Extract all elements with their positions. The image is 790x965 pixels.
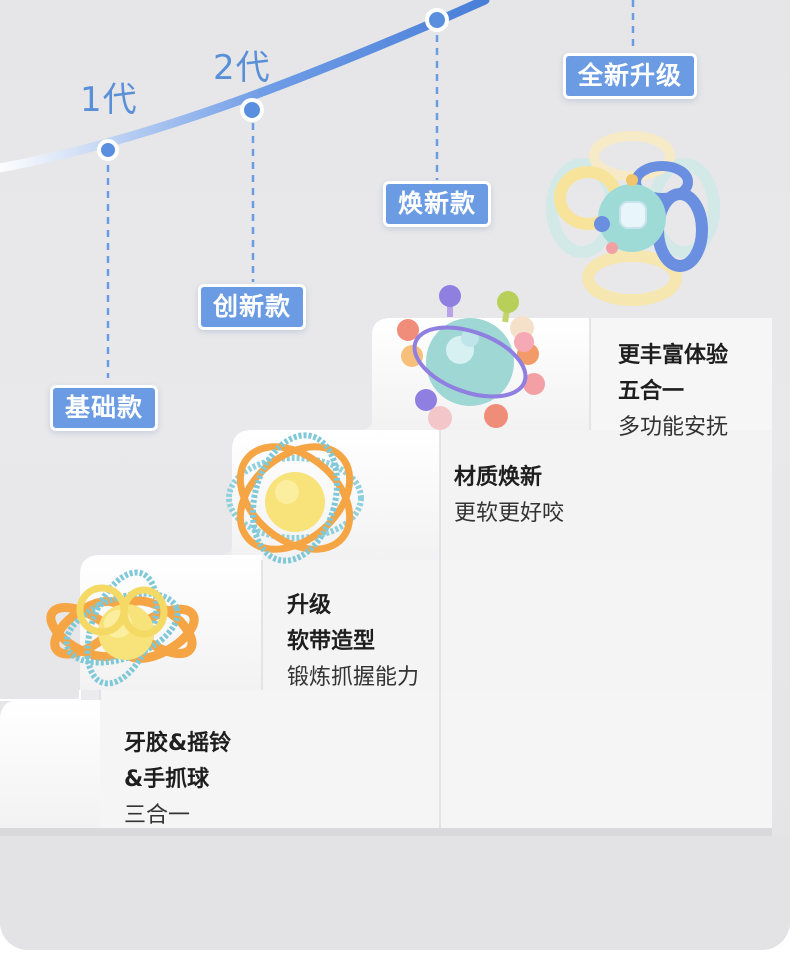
- tag-upgrade: 全新升级: [563, 53, 698, 99]
- gen1-label: 1代: [80, 80, 138, 120]
- step2-line1: 升级: [287, 593, 332, 618]
- tag-innovation: 创新款: [198, 284, 307, 330]
- tag-refresh: 焕新款: [383, 181, 492, 227]
- step3-description: 材质焕新 更软更好咬: [454, 460, 564, 532]
- step1-line1: 牙胶&摇铃: [124, 731, 232, 756]
- step1-riser: [100, 690, 772, 830]
- step2-line2: 软带造型: [287, 629, 376, 654]
- teether-ball-gen4-icon: [546, 131, 720, 306]
- step4-line3: 多功能安抚: [618, 415, 729, 440]
- tag-basic: 基础款: [50, 385, 159, 431]
- step2-description: 升级 软带造型 锻炼抓握能力: [287, 588, 419, 696]
- node-gen3: [425, 8, 449, 32]
- step1-description: 牙胶&摇铃 &手抓球 三合一: [124, 726, 231, 834]
- step1-line2: &手抓球: [124, 767, 210, 792]
- node-gen2: [240, 98, 264, 122]
- gen2-label: 2代: [213, 48, 271, 88]
- step2-line3: 锻炼抓握能力: [287, 665, 420, 690]
- step4-line2: 五合一: [618, 379, 685, 404]
- teether-ball-gen2-icon: [226, 432, 364, 564]
- teether-ball-gen1-icon: [46, 569, 199, 687]
- node-gen1: [97, 139, 119, 161]
- teether-ball-gen3-icon: [397, 285, 545, 430]
- step3-line1: 材质焕新: [454, 465, 543, 490]
- step1-line3: 三合一: [124, 803, 191, 828]
- step4-line1: 更丰富体验: [618, 343, 729, 368]
- timeline-curve: [0, 0, 490, 173]
- step3-line2: 更软更好咬: [454, 501, 565, 526]
- step4-description: 更丰富体验 五合一 多功能安抚: [618, 338, 728, 446]
